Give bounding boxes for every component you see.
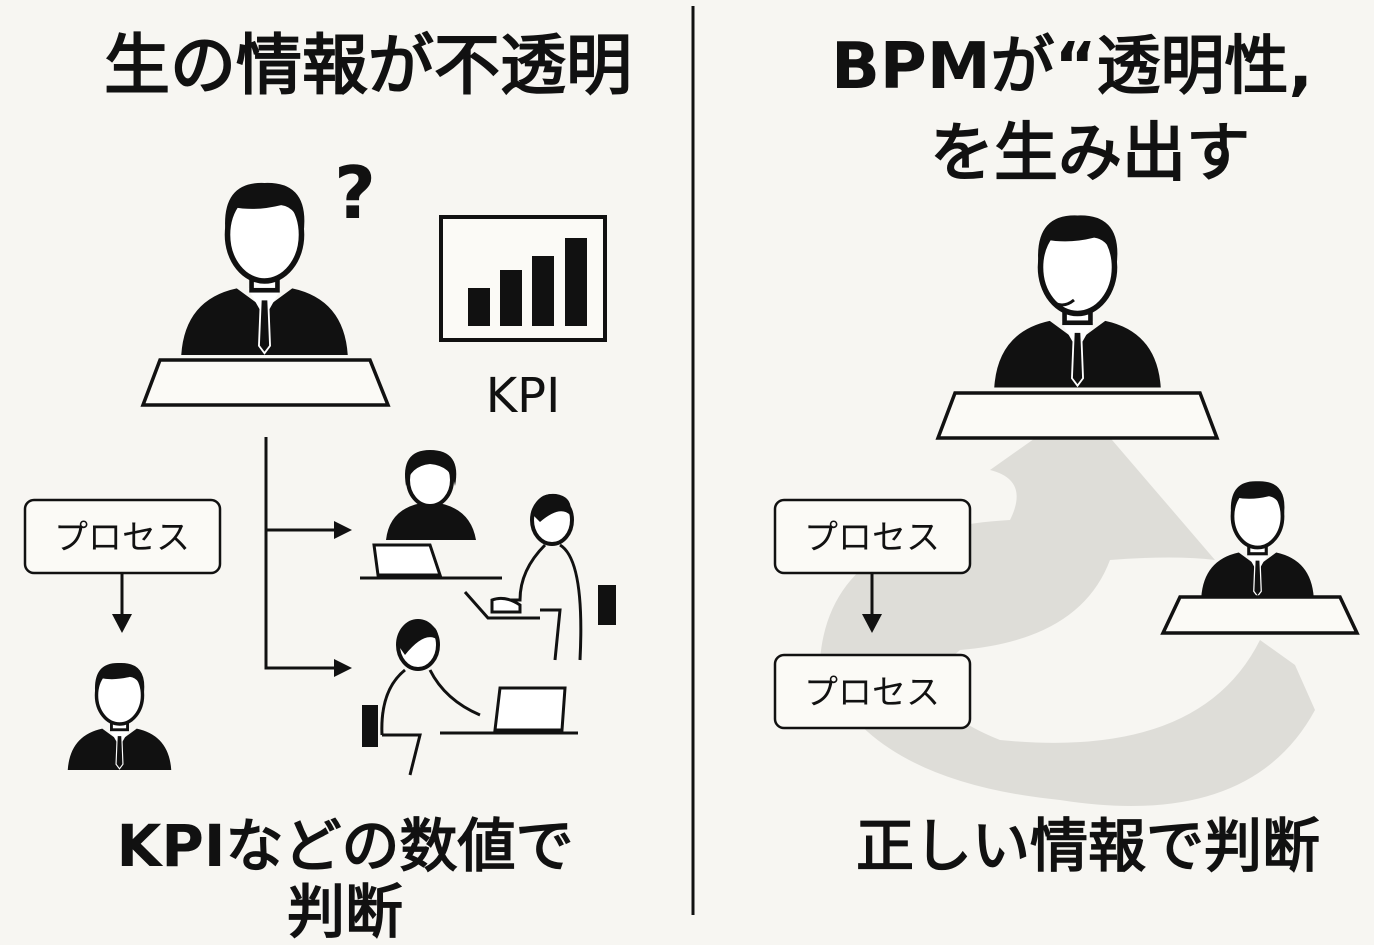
- staff-desk: [1160, 595, 1360, 635]
- staff-icon: [1199, 479, 1316, 600]
- right-bottom-text: 正しい情報で判断: [856, 812, 1320, 880]
- right-process-box-2: [773, 653, 972, 730]
- smile-icon: [1049, 298, 1075, 307]
- left-bottom-line1: KPIなどの数値で: [116, 812, 573, 880]
- right-title-line1: BPMが“透明性,: [831, 30, 1313, 104]
- right-process-arrow-head: [862, 614, 882, 633]
- employee-icon: [68, 663, 172, 770]
- left-process-label: プロセス: [54, 518, 190, 558]
- question-mark-icon: ?: [334, 151, 376, 235]
- right-title-line2: を生み出す: [930, 117, 1250, 191]
- right-manager-desk: [935, 391, 1220, 440]
- worker-woman-laptop-icon: [360, 450, 502, 580]
- worker-side-view-icon: [463, 493, 616, 661]
- left-title: 生の情報が不透明: [104, 27, 632, 104]
- kpi-chart-icon: [439, 215, 607, 342]
- right-process-label-2: プロセス: [804, 673, 940, 713]
- kpi-label: KPI: [486, 368, 561, 424]
- confused-manager-icon: [181, 183, 348, 355]
- smiling-manager-icon: [994, 215, 1161, 387]
- process-arrow-head: [112, 614, 132, 633]
- manager-desk: [140, 358, 391, 407]
- left-bottom-line2: 判断: [287, 878, 403, 945]
- right-process-label-1: プロセス: [804, 518, 940, 558]
- worker-laptop-icon: [362, 619, 578, 776]
- distribution-arrows: [264, 437, 352, 677]
